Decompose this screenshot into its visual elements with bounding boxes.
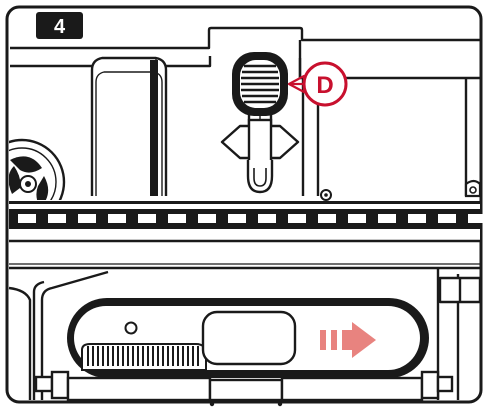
roller-bar xyxy=(34,370,454,407)
belt-hole xyxy=(228,214,246,223)
belt-hole xyxy=(348,214,366,223)
left-bracket xyxy=(90,56,168,196)
belt-hole xyxy=(378,214,396,223)
belt-hole xyxy=(468,214,486,223)
screw-icon xyxy=(320,189,332,201)
step-number: 4 xyxy=(54,16,66,38)
belt-hole xyxy=(138,214,156,223)
callout-letter: D xyxy=(316,72,333,99)
screw-icon xyxy=(464,179,482,198)
release-lever xyxy=(220,52,300,194)
belt-hole xyxy=(48,214,66,223)
belt-hole xyxy=(108,214,126,223)
roller-slot xyxy=(67,298,429,378)
belt-strip xyxy=(9,201,486,243)
belt-hole xyxy=(288,214,306,223)
arrow-right-icon xyxy=(320,322,376,358)
belt-hole xyxy=(408,214,426,223)
belt-hole xyxy=(168,214,186,223)
belt-hole xyxy=(318,214,336,223)
belt-hole xyxy=(438,214,456,223)
fan-icon xyxy=(9,138,66,200)
callout-d: D xyxy=(287,61,348,107)
belt-hole xyxy=(258,214,276,223)
belt-hole xyxy=(78,214,96,223)
belt-hole xyxy=(198,214,216,223)
belt-hole xyxy=(18,214,36,223)
step-badge: 4 xyxy=(36,12,83,39)
